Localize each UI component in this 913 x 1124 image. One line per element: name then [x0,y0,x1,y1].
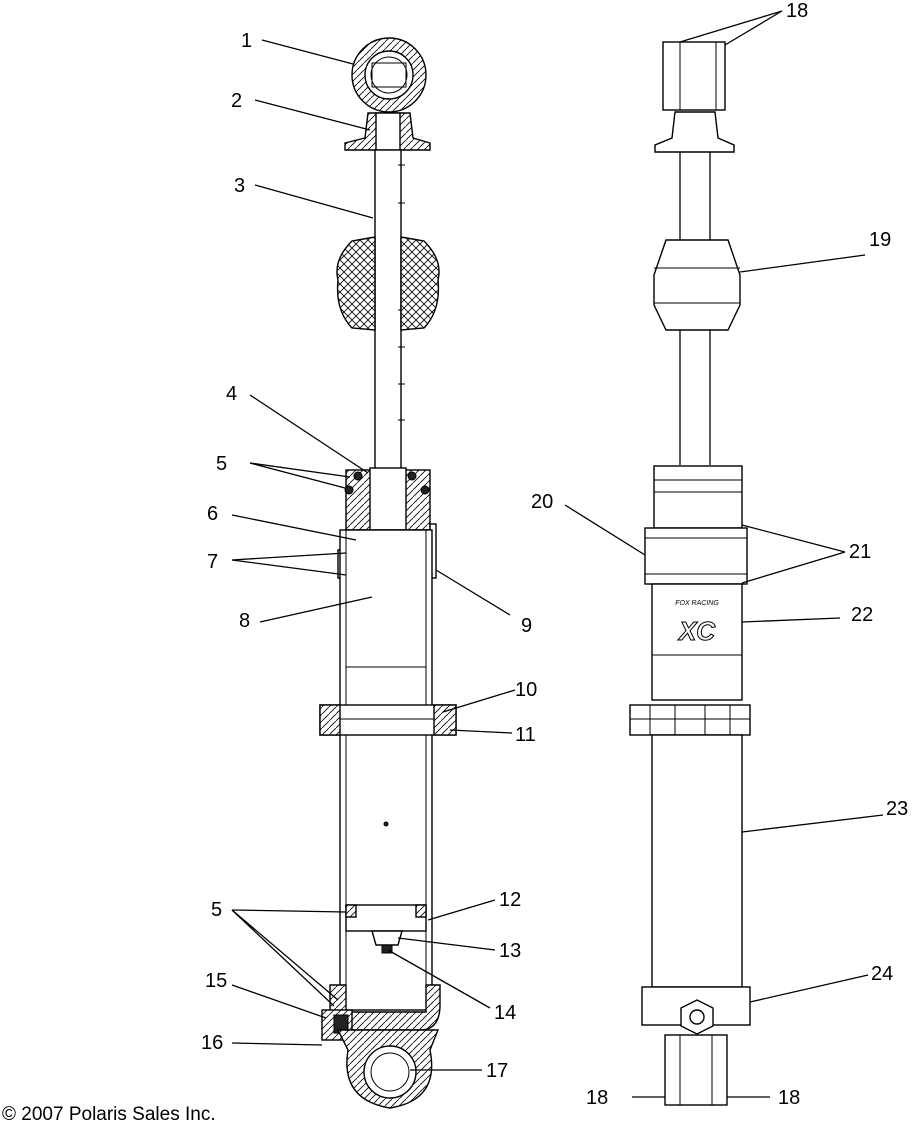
callout-18-bottom-left: 18 [586,1087,608,1109]
callout-18-top: 18 [786,0,808,22]
body-cap [644,527,748,585]
callout-24: 24 [871,963,893,985]
callout-9: 9 [521,615,532,637]
callout-15: 15 [205,970,227,992]
bump-stop [336,236,376,331]
bottom-eyelet [336,1029,440,1109]
callout-4: 4 [226,383,237,405]
callout-3: 3 [234,175,245,197]
top-eyelet [351,37,427,113]
callout-5-bottom: 5 [211,899,222,921]
callout-23: 23 [886,798,908,820]
callout-12: 12 [499,889,521,911]
copyright-notice: © 2007 Polaris Sales Inc. [2,1104,216,1124]
callout-10: 10 [515,679,537,701]
callout-labels: 1 2 3 4 5 6 7 8 9 10 11 12 13 14 5 15 16… [201,0,908,1109]
fox-logo: FOX RACING XC [675,600,719,647]
callout-19: 19 [869,229,891,251]
callout-2: 2 [231,90,242,112]
spring-collar [319,704,457,736]
callout-22: 22 [851,604,873,626]
bottom-bushing [664,1034,728,1106]
callout-16: 16 [201,1032,223,1054]
callout-8: 8 [239,610,250,632]
svg-text:XC: XC [677,616,716,646]
svg-text:FOX RACING: FOX RACING [675,600,719,607]
callout-18-bottom-right: 18 [778,1087,800,1109]
callout-5-top: 5 [216,453,227,475]
cutaway-shock [319,37,457,1109]
top-bushing [662,41,726,111]
callout-6: 6 [207,503,218,525]
body-tube [651,734,743,988]
callout-13: 13 [499,940,521,962]
leader-lines [231,10,884,1098]
shaft [374,149,402,471]
callout-7: 7 [207,551,218,573]
assembled-shock: FOX RACING XC [629,41,751,1106]
callout-1: 1 [241,30,252,52]
callout-11: 11 [515,724,536,746]
seal-head [344,467,431,531]
callout-21: 21 [849,541,871,563]
spring-collar-assembled [629,704,751,736]
floating-piston [345,904,427,954]
bump-stop-assembled [653,239,741,331]
callout-14: 14 [494,1002,516,1024]
callout-17: 17 [486,1060,508,1082]
callout-20: 20 [531,491,553,513]
